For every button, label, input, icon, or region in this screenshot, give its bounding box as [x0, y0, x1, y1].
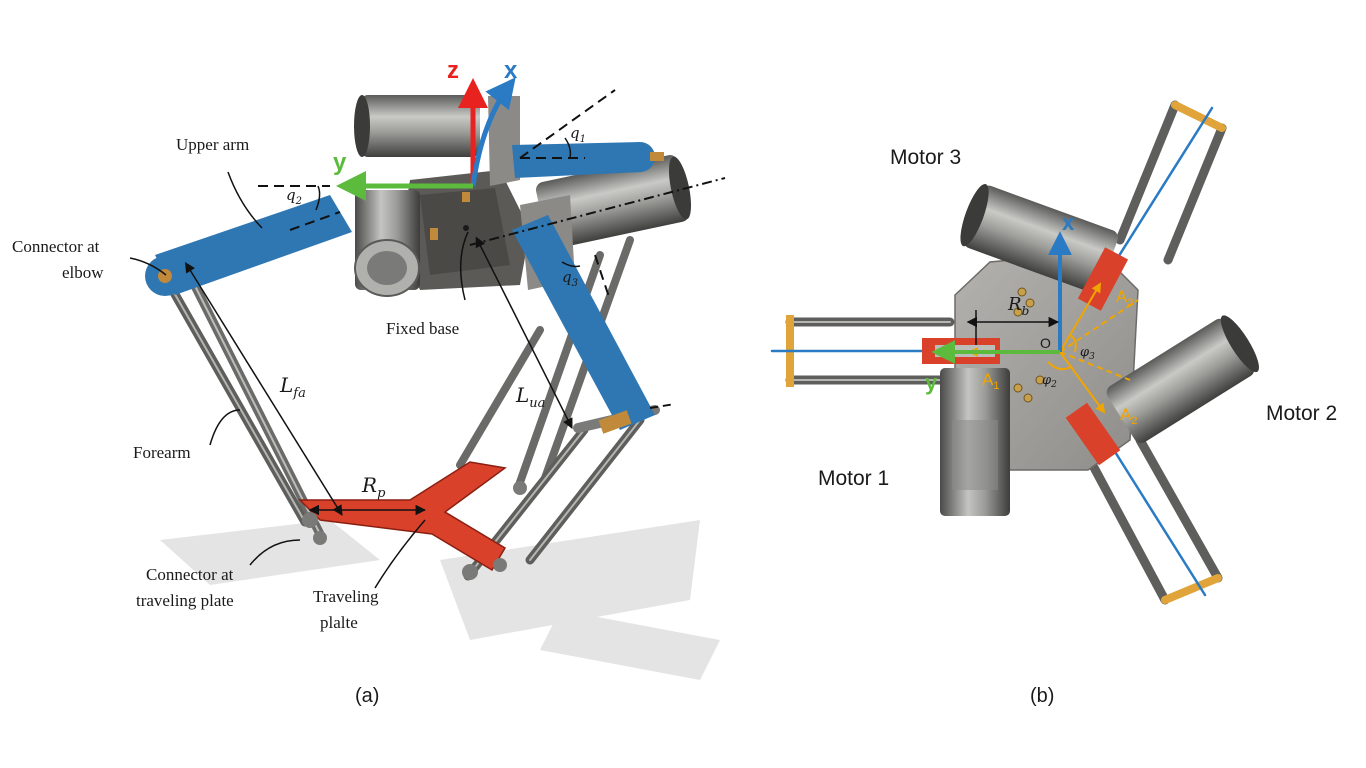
label-motor-1: Motor 1: [818, 467, 889, 490]
symbol-rb: Rb: [1007, 294, 1029, 318]
axis-y-label-b: y: [925, 370, 938, 395]
panel-a: z x y q1 q2 q3 Lfa Lua Rp Upper arm Conn…: [12, 57, 726, 707]
label-motor-3: Motor 3: [890, 146, 961, 169]
label-connector-plate-line1: Connector at: [146, 565, 234, 584]
symbol-rp: Rp: [361, 473, 386, 501]
motor-2-bracket: [1065, 402, 1121, 466]
forearms-motor-3: [1103, 100, 1227, 280]
symbol-phi2: φ2: [1042, 373, 1057, 390]
upper-arm-top: [512, 142, 664, 178]
traveling-plate: [298, 461, 527, 580]
motor-3-bracket: [1077, 247, 1129, 311]
symbol-lua: Lua: [515, 383, 545, 411]
axis-z-label: z: [447, 57, 459, 84]
motor-left: [354, 190, 420, 297]
label-connector-plate-line2: traveling plate: [136, 591, 234, 610]
label-a1: A1: [982, 370, 999, 392]
label-traveling-plate-line2: plalte: [320, 613, 358, 632]
label-motor-2: Motor 2: [1266, 402, 1337, 425]
label-a2: A2: [1120, 405, 1137, 427]
forearm-left: [163, 267, 327, 543]
label-fixed-base: Fixed base: [386, 319, 459, 338]
axis-y-label: y: [333, 149, 347, 176]
base-axes: [336, 77, 516, 201]
caption-a: (a): [355, 685, 379, 707]
label-upper-arm: Upper arm: [176, 135, 249, 154]
label-connector-elbow-line1: Connector at: [12, 237, 100, 256]
forearms-motor-1: [770, 315, 992, 387]
axis-x-label-b: x: [1062, 210, 1075, 235]
symbol-q2: q2: [286, 186, 302, 207]
symbol-q1: q1: [570, 124, 586, 145]
dimension-lines: [185, 137, 581, 516]
label-connector-elbow-line2: elbow: [62, 263, 104, 282]
reference-lines: [258, 89, 726, 409]
label-a3: A3: [1116, 287, 1133, 309]
symbol-phi3: φ3: [1080, 345, 1095, 362]
symbol-lfa: Lfa: [279, 373, 306, 401]
panel-b: x y O Rb A1 A2 A3 φ2 φ3 Motor 3 Motor 2 …: [770, 100, 1337, 707]
origin-label: O: [1040, 335, 1051, 351]
label-traveling-plate-line1: Traveling: [313, 587, 379, 606]
motor-2-body: [1106, 315, 1259, 443]
upper-arm-left: [145, 195, 352, 296]
caption-b: (b): [1030, 685, 1054, 707]
bolts: [1013, 287, 1045, 403]
leader-lines: [129, 171, 469, 589]
rb-dimension: [966, 310, 1060, 345]
base-axes-b: [931, 231, 1072, 364]
motor-top: [354, 95, 520, 186]
floor-shadow: [160, 520, 720, 680]
motor-3-body: [960, 183, 1118, 293]
axis-x-label: x: [504, 57, 518, 84]
symbol-q3: q3: [562, 268, 578, 289]
motor-1-body: [922, 338, 1010, 516]
label-forearm: Forearm: [133, 443, 191, 462]
